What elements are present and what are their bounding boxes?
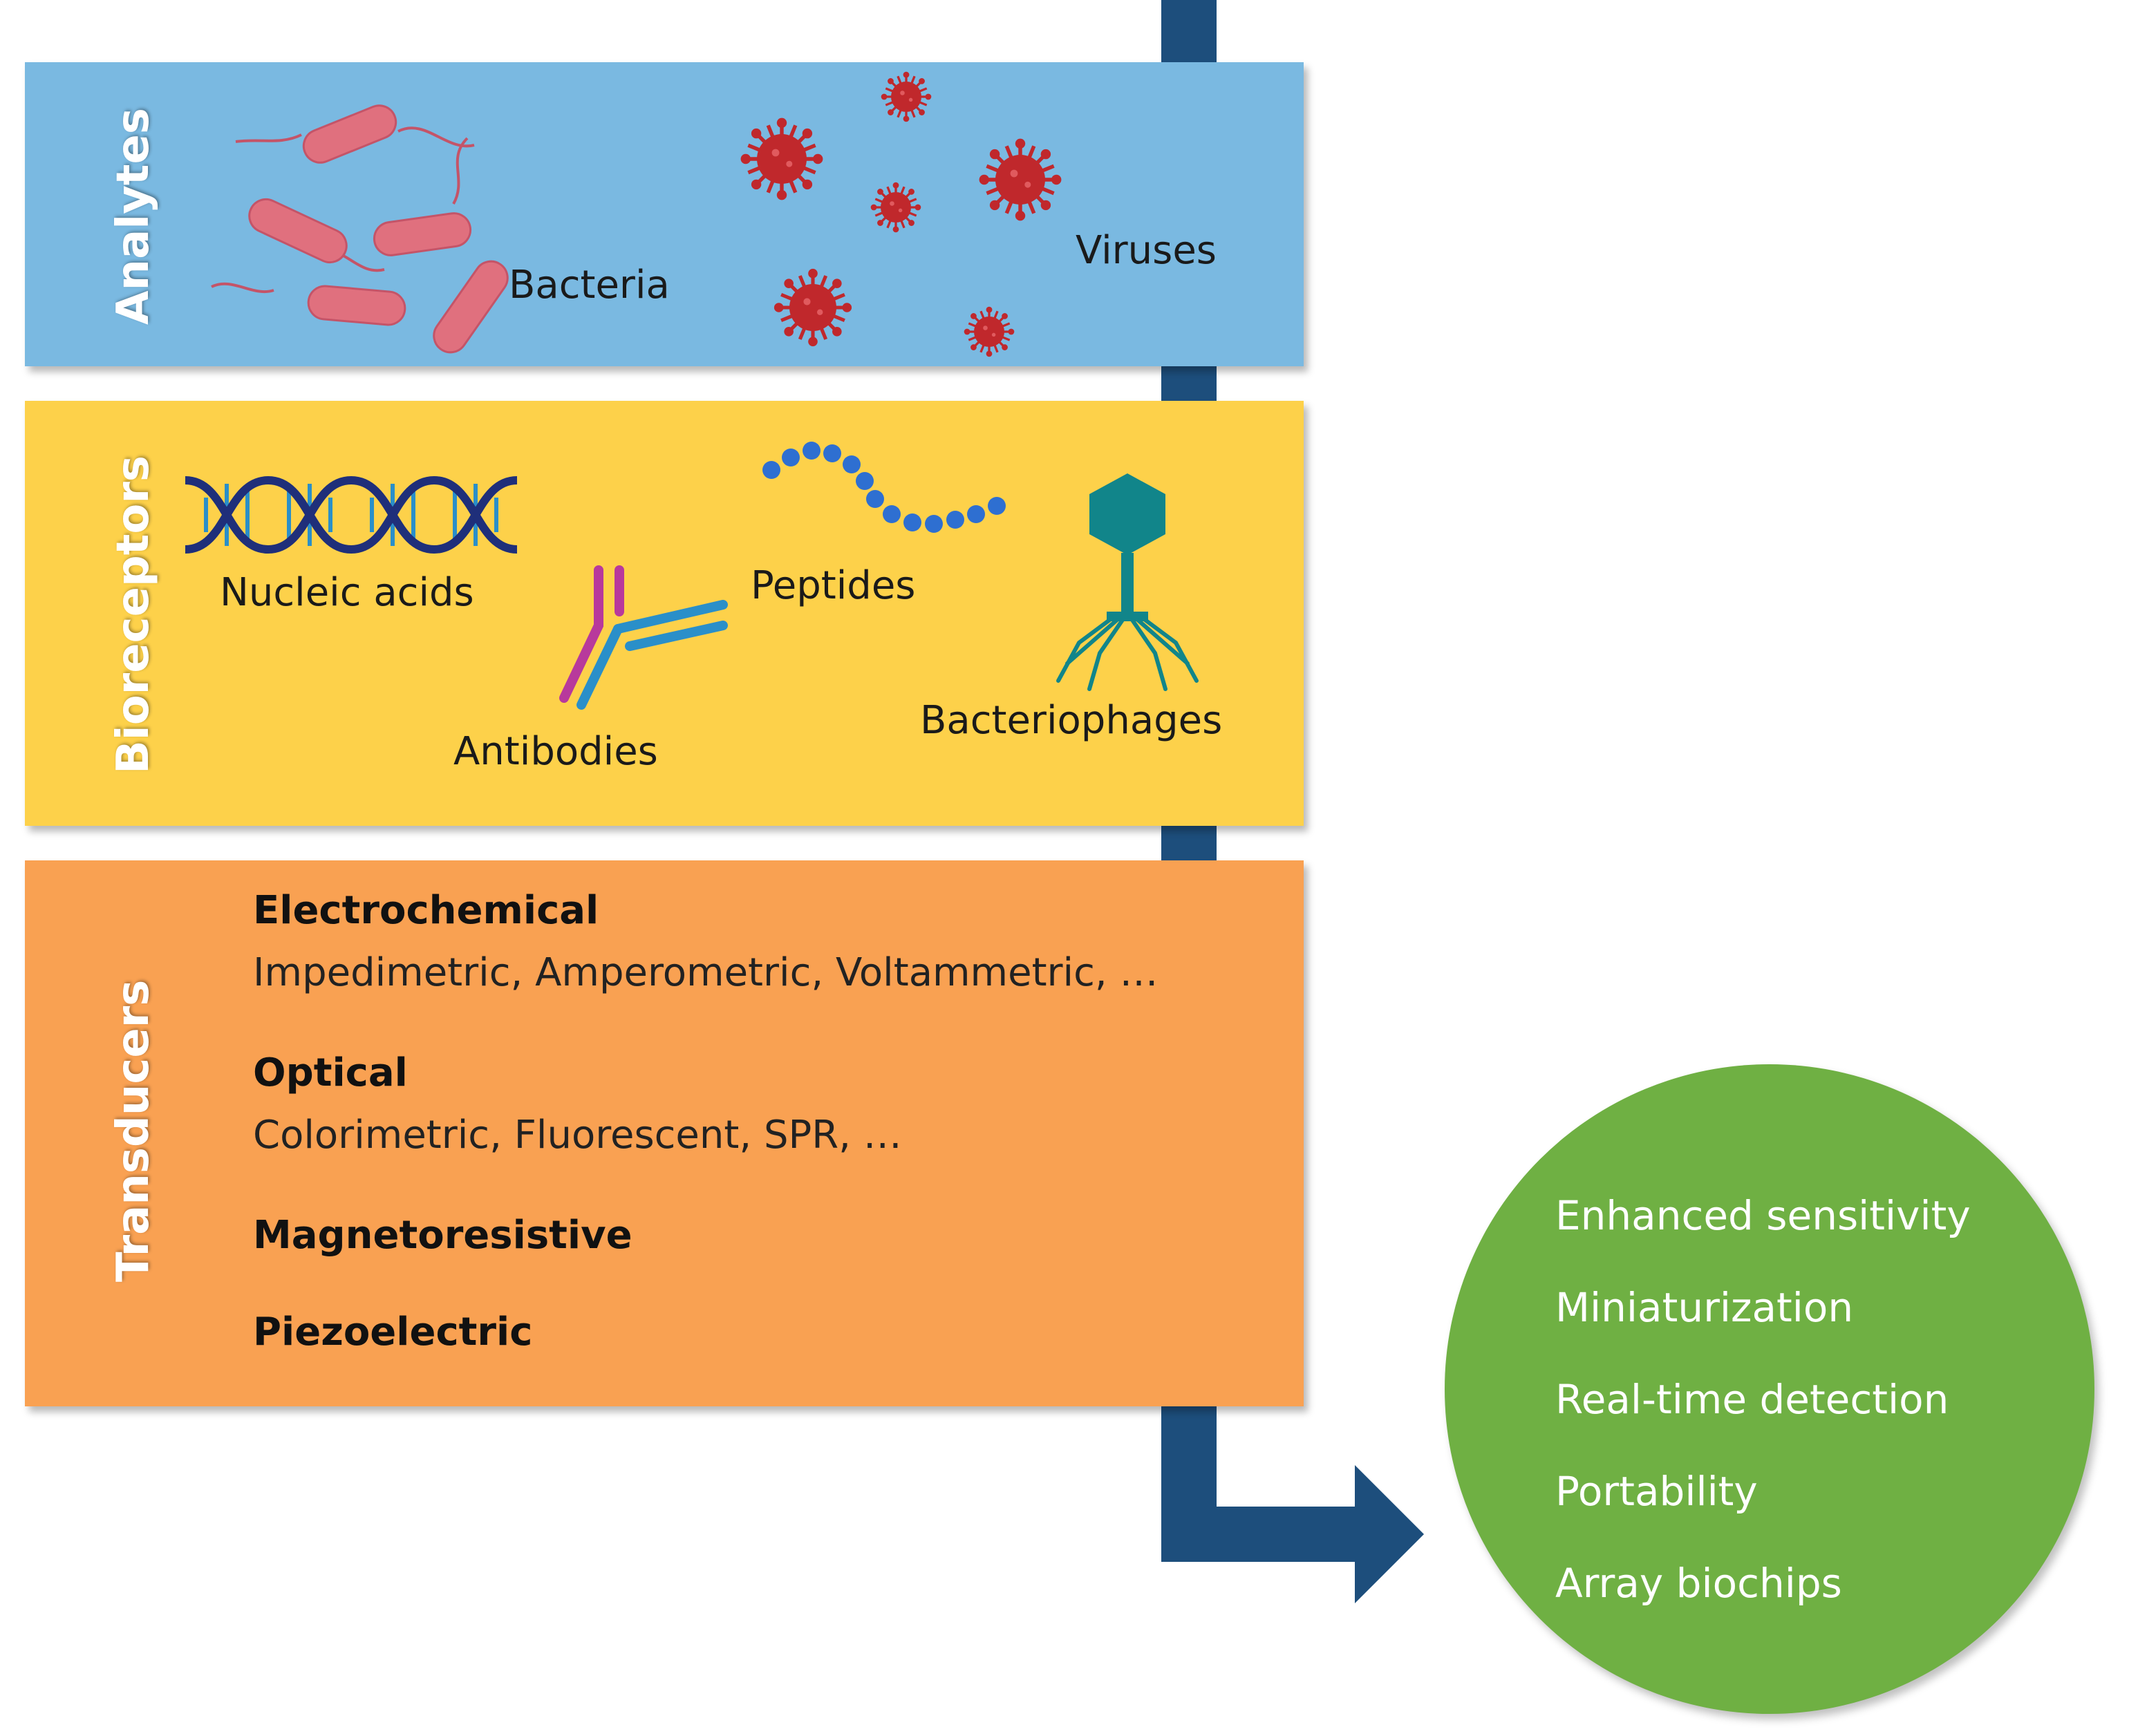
transducers-panel: Transducers Electrochemical Impedimetric…	[25, 860, 1304, 1406]
bioreceptors-panel-title: Bioreceptors	[108, 455, 159, 774]
transducer-piezoelectric: Piezoelectric	[253, 1310, 533, 1355]
analytes-panel: Analytes	[25, 62, 1304, 366]
benefit-miniaturization: Miniaturization	[1555, 1284, 1854, 1331]
viruses-label: Viruses	[1076, 228, 1217, 273]
bacteriophages-label: Bacteriophages	[920, 698, 1223, 743]
benefits-circle: Enhanced sensitivity Miniaturization Rea…	[1445, 1064, 2094, 1714]
flow-conduit-horizontal	[1161, 1507, 1369, 1562]
dna-helix-icon	[185, 475, 518, 554]
analytes-panel-title: Analytes	[108, 107, 159, 325]
bioreceptors-panel: Bioreceptors	[25, 401, 1304, 826]
transducer-magnetoresistive: Magnetoresistive	[253, 1213, 632, 1258]
benefit-enhanced-sensitivity: Enhanced sensitivity	[1555, 1192, 1971, 1239]
arrow-right-icon	[1355, 1465, 1424, 1603]
benefit-portability: Portability	[1555, 1468, 1758, 1515]
antibodies-label: Antibodies	[453, 729, 658, 774]
virus-icon	[716, 70, 1131, 358]
antibody-icon	[559, 565, 728, 710]
benefit-array-biochips: Array biochips	[1555, 1560, 1842, 1607]
benefit-real-time-detection: Real-time detection	[1555, 1376, 1949, 1423]
bacteriophage-icon	[1056, 473, 1199, 691]
transducer-optical: Optical	[253, 1050, 408, 1095]
transducer-electrochemical-detail: Impedimetric, Amperometric, Voltammetric…	[253, 950, 1159, 995]
peptides-label: Peptides	[751, 563, 916, 608]
transducers-panel-title: Transducers	[108, 979, 159, 1282]
peptide-chain-icon	[762, 442, 1006, 533]
transducer-electrochemical: Electrochemical	[253, 888, 599, 933]
bacteria-icon	[211, 104, 509, 354]
nucleic-acids-label: Nucleic acids	[220, 570, 474, 615]
bacteria-label: Bacteria	[509, 263, 670, 308]
transducer-optical-detail: Colorimetric, Fluorescent, SPR, …	[253, 1113, 902, 1158]
